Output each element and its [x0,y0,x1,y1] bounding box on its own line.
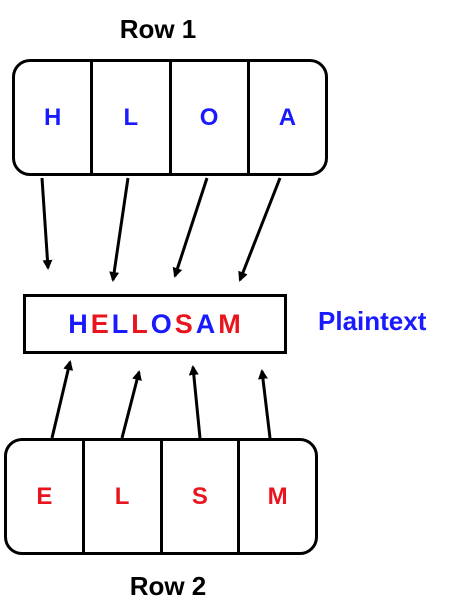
plaintext-letter: A [195,308,217,339]
arrow-row2-l [120,370,142,439]
row1-cell: H [15,62,94,173]
row2-cell: L [85,441,163,552]
plaintext-label: Plaintext [318,306,427,336]
arrow-row2-m [257,369,272,439]
plaintext-letter: S [174,308,194,339]
plaintext-letter: E [90,308,110,339]
plaintext-letter: O [150,308,173,339]
arrow-row2-e [50,360,74,439]
arrow-row1-l [109,177,130,282]
arrow-row1-a [238,177,282,282]
row2-cell: S [163,441,241,552]
row1-box: H L O A [12,59,328,176]
row2-cell: M [267,482,288,510]
row1-cell: O [172,62,250,173]
row1-label: Row 1 [119,14,197,44]
arrow-row1-o [172,177,209,278]
row2-box: E L S M [4,438,318,555]
arrow-row2-s [188,365,202,439]
arrow-row1-h [40,177,53,270]
plaintext-box: H E L L O S A M [23,294,287,354]
row2-cell: E [7,441,85,552]
plaintext-letter: L [111,308,130,339]
plaintext-letter: L [131,308,149,339]
row2-label: Row 2 [129,571,207,601]
plaintext-letter: H [68,308,89,339]
plaintext-letter: M [218,308,242,339]
row1-cell: A [278,103,297,131]
row1-cell: L [93,62,172,173]
